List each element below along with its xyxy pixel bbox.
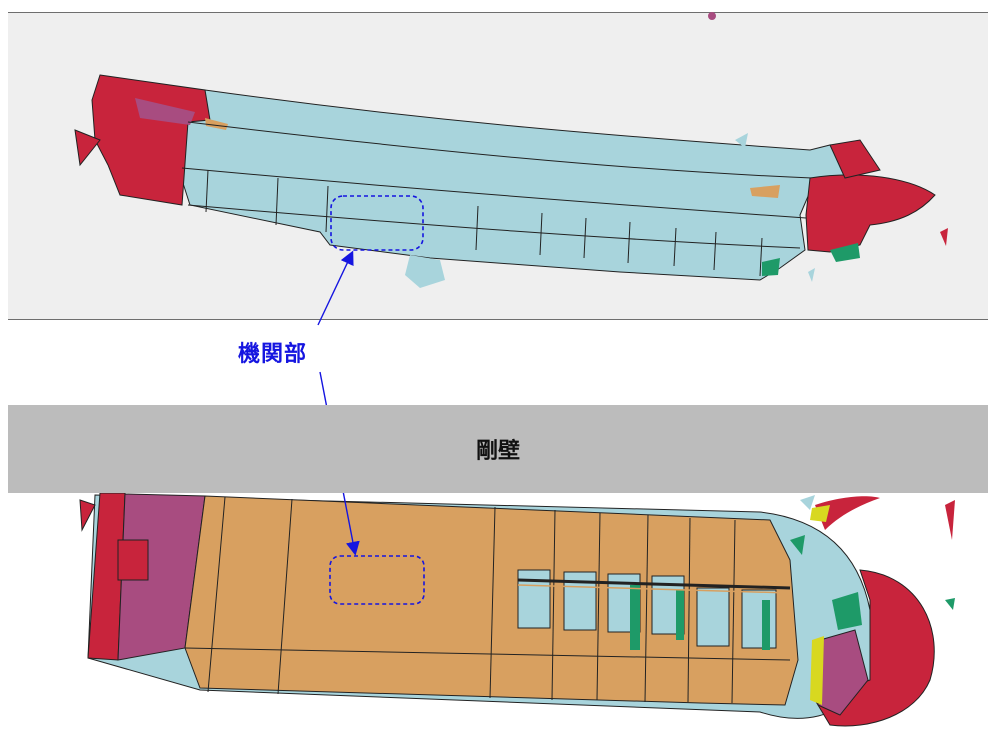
plan-bow-green xyxy=(832,592,862,630)
plan-hatches xyxy=(517,569,791,650)
stern-purple xyxy=(135,98,195,125)
plan-stern-block xyxy=(117,539,149,581)
plan-orange-deck xyxy=(184,495,799,706)
plan-bow-red xyxy=(814,569,935,727)
arrow-to-top-box xyxy=(317,250,354,326)
rigid-wall-band: 剛壁 xyxy=(8,405,988,493)
stern-red xyxy=(91,74,211,206)
side-frames xyxy=(205,169,763,277)
side-view-ship xyxy=(74,12,948,288)
side-keel-fragment xyxy=(405,255,445,288)
stern-orange-bit xyxy=(205,118,228,130)
plan-view-ship xyxy=(79,492,955,727)
bow-orange xyxy=(750,185,780,198)
bow-red xyxy=(805,174,936,253)
plan-bow-yellow xyxy=(810,636,824,705)
stern-fragment xyxy=(74,129,101,167)
plan-frames xyxy=(184,496,791,704)
rigid-wall-label: 剛壁 xyxy=(475,439,520,464)
engine-room-box-top xyxy=(330,195,424,251)
engine-room-box-bottom xyxy=(329,555,425,605)
bow-green-2 xyxy=(762,258,780,276)
side-hull xyxy=(181,89,851,281)
bow-fragment xyxy=(829,139,881,179)
bow-green xyxy=(830,243,860,262)
engine-room-label: 機関部 xyxy=(238,342,308,367)
